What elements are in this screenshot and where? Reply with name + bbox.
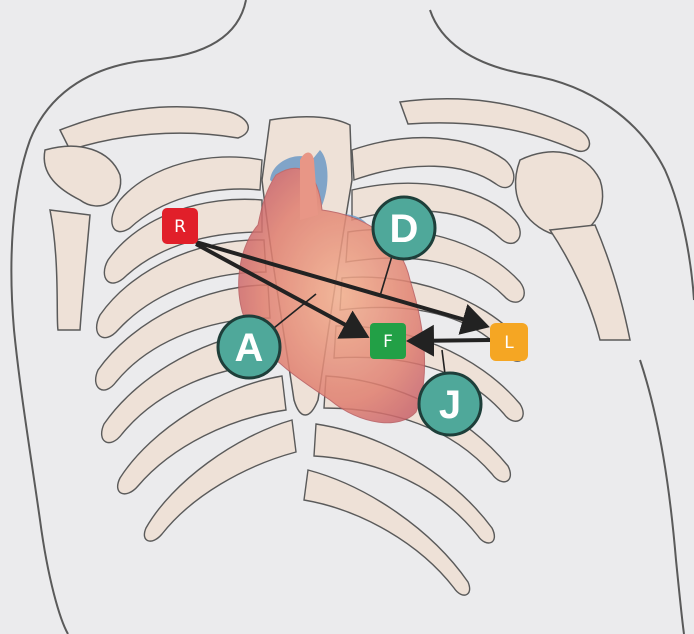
- callout-a: A: [218, 316, 280, 378]
- arrow-l-to-f: [410, 340, 490, 341]
- electrode-f: F: [370, 323, 406, 359]
- electrode-f-label: F: [383, 332, 393, 352]
- electrode-l-label: L: [504, 333, 514, 353]
- callout-d: D: [373, 197, 435, 259]
- electrode-r-label: R: [174, 217, 186, 237]
- callout-d-label: D: [390, 207, 419, 251]
- callout-j: J: [419, 373, 481, 435]
- electrode-l: L: [490, 323, 528, 361]
- callout-j-label: J: [439, 383, 461, 427]
- electrode-r: R: [162, 208, 198, 244]
- callout-a-label: A: [235, 326, 264, 370]
